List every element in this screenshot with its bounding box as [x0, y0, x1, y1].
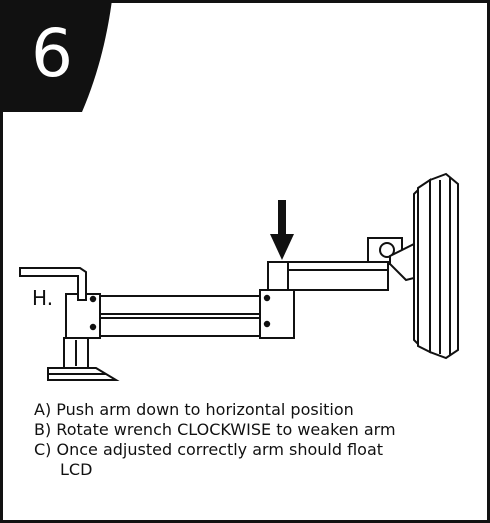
instruction-b: B) Rotate wrench CLOCKWISE to weaken arm — [34, 420, 396, 439]
instruction-a: A) Push arm down to horizontal position — [34, 400, 354, 419]
step-badge-shape — [0, 0, 112, 112]
wrench-label: H. — [32, 286, 54, 310]
instruction-c-continued: LCD — [60, 460, 93, 479]
step-number: 6 — [31, 15, 73, 92]
monitor-screen — [413, 172, 459, 360]
step-badge: 6 — [0, 0, 112, 112]
elbow-joint — [259, 289, 295, 339]
hex-wrench — [19, 267, 87, 301]
tilt-bracket — [367, 237, 415, 282]
push-down-arrow — [270, 200, 294, 260]
base-joint — [65, 293, 101, 339]
mount-column — [47, 337, 120, 381]
instruction-c: C) Once adjusted correctly arm should fl… — [34, 440, 384, 459]
instructions-list: A) Push arm down to horizontal position … — [34, 400, 484, 480]
forearm — [267, 261, 389, 293]
